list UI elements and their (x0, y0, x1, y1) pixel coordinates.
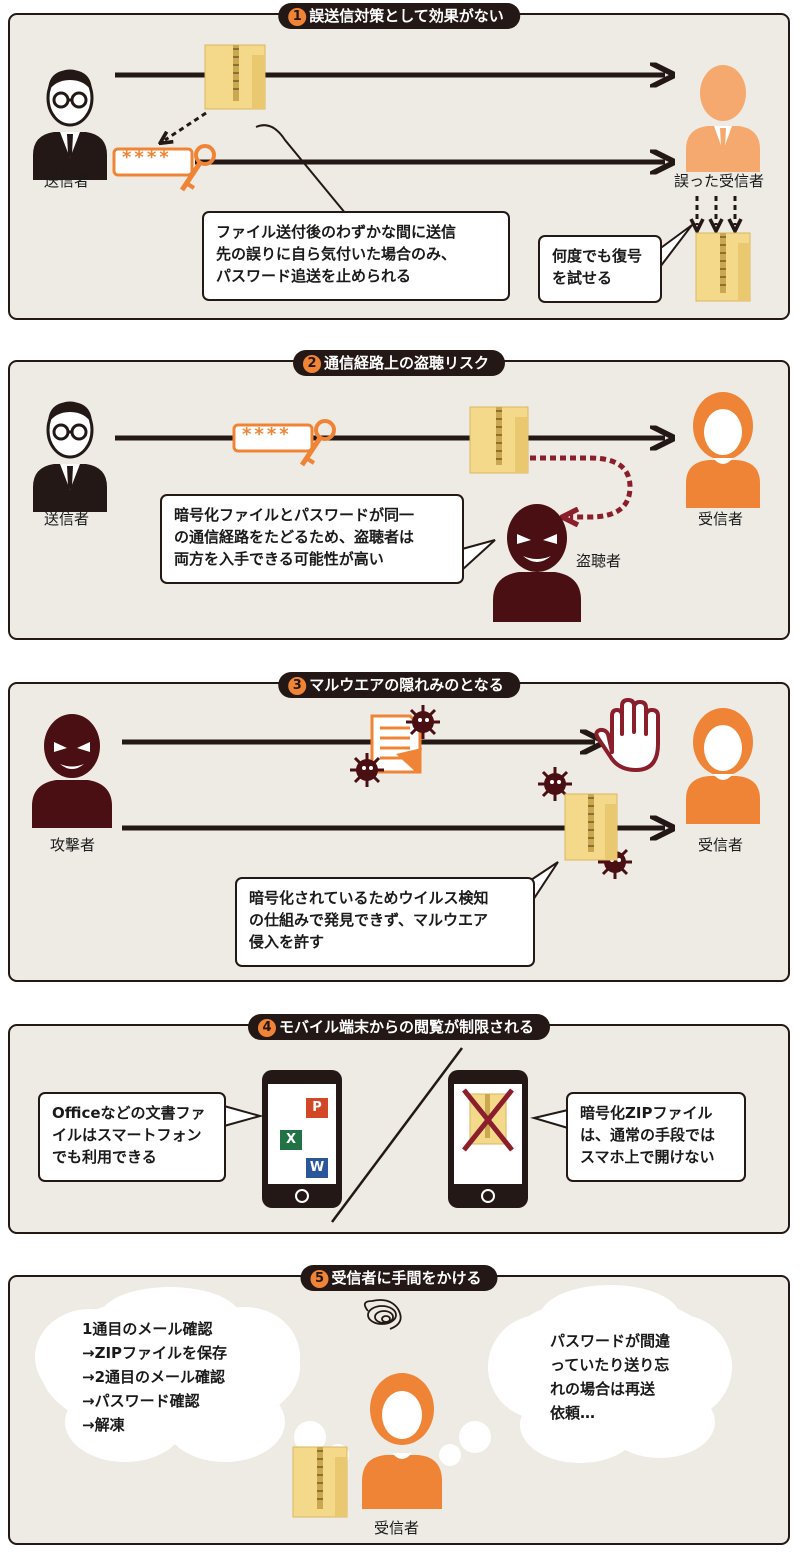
excel-icon: X (280, 1130, 302, 1150)
eavesdropper-icon (493, 504, 581, 622)
sender-label: 送信者 (44, 510, 90, 528)
cloud-line: 1通目のメール確認 (82, 1320, 213, 1338)
icon-letter: X (285, 1132, 297, 1147)
callout: 暗号化ZIPファイル は、通常の手段では スマホ上で開けない (566, 1092, 746, 1182)
thought-cloud (35, 1287, 349, 1466)
callout: 暗号化されているためウイルス検知 の仕組みで発見できず、マルウエア 侵入を許す (235, 877, 535, 967)
zip-file-icon (695, 232, 751, 302)
callout-line: 暗号化されているためウイルス検知 (249, 889, 489, 907)
cross-mark-icon (462, 1088, 514, 1152)
panel-2-graphic (33, 392, 760, 622)
cloud-line: れの場合は再送 (550, 1380, 656, 1398)
cloud-line: →パスワード確認 (82, 1392, 200, 1410)
receiver-icon (686, 708, 760, 824)
callout-line: 侵入を許す (249, 933, 325, 951)
smartphone-icon (262, 1070, 342, 1208)
attacker-icon (32, 714, 112, 828)
callout: 暗号化ファイルとパスワードが同一 の通信経路をたどるため、盗聴者は 両方を入手で… (160, 494, 464, 584)
callout-line: でも利用できる (52, 1148, 157, 1166)
attacker-label: 攻撃者 (50, 836, 96, 854)
callout-line: 暗号化ZIPファイル (580, 1104, 713, 1122)
virus-icon (406, 705, 440, 739)
panel-number: 1 (288, 8, 307, 26)
stop-hand-icon (594, 698, 660, 772)
zip-file-icon (292, 1446, 348, 1518)
sender-icon (33, 69, 107, 180)
zip-file-icon (204, 44, 266, 110)
callout-line: ファイル送付後のわずかな間に送信 (216, 223, 457, 241)
panel-number: 5 (310, 1270, 329, 1288)
callout-line: 何度でも復号 (552, 247, 643, 265)
receiver-label: 受信者 (374, 1519, 420, 1537)
cloud-line: パスワードが間違 (550, 1332, 671, 1350)
cloud-line: →解凍 (82, 1416, 125, 1434)
panel-3-graphic (32, 698, 760, 900)
callout-line: Officeなどの文書ファ (52, 1104, 206, 1122)
callout-line: パスワード追送を止められる (216, 267, 412, 285)
cloud-line: っていたり送り忘 (550, 1356, 670, 1374)
powerpoint-icon: P (306, 1098, 328, 1118)
callout-line: の仕組みで発見できず、マルウエア (249, 911, 488, 929)
password-mask: **** (122, 147, 172, 168)
zip-file-icon (469, 406, 529, 474)
callout-line: を試せる (552, 269, 613, 287)
icon-letter: W (309, 1160, 325, 1175)
panel-number: 4 (257, 1019, 276, 1037)
callout-line: 先の誤りに自ら気付いた場合のみ、 (216, 245, 457, 263)
receiver-icon (362, 1373, 442, 1509)
cloud-line: 依頼… (550, 1404, 596, 1422)
callout-line: 暗号化ファイルとパスワードが同一 (174, 506, 415, 524)
left-cloud-text: 1通目のメール確認 →ZIPファイルを保存 →2通目のメール確認 →パスワード確… (82, 1317, 227, 1437)
panel-title-text: 通信経路上の盗聴リスク (323, 354, 490, 372)
word-icon: W (306, 1158, 328, 1178)
cloud-line: →2通目のメール確認 (82, 1368, 226, 1386)
virus-icon (538, 767, 572, 801)
wrong-receiver-icon (686, 65, 760, 172)
sender-icon (33, 401, 107, 512)
panel-title-text: 誤送信対策として効果がない (309, 7, 504, 25)
icon-letter: P (312, 1100, 322, 1115)
panel-5-graphic (35, 1285, 732, 1518)
callout: Officeなどの文書ファ イルはスマートフォン でも利用できる (38, 1092, 226, 1182)
cloud-line: →ZIPファイルを保存 (82, 1344, 228, 1362)
receiver-label: 受信者 (698, 510, 744, 528)
zip-file-icon (564, 793, 618, 861)
panel-number: 3 (288, 677, 307, 695)
password-icon (112, 144, 216, 192)
dizzy-scribble-icon (363, 1299, 402, 1330)
callout: 何度でも復号 を試せる (538, 235, 662, 303)
callout-line: の通信経路をたどるため、盗聴者は (174, 528, 415, 546)
virus-icon (350, 753, 384, 787)
thought-cloud (439, 1285, 732, 1466)
password-icon (232, 419, 336, 467)
receiver-label: 受信者 (698, 836, 744, 854)
panel-number: 2 (302, 355, 321, 373)
panel-title-text: マルウエアの隠れみのとなる (309, 676, 504, 694)
callout-line: 両方を入手できる可能性が高い (174, 550, 384, 568)
callout-line: スマホ上で開けない (580, 1148, 715, 1166)
right-cloud-text: パスワードが間違 っていたり送り忘 れの場合は再送 依頼… (550, 1329, 670, 1425)
callout: ファイル送付後のわずかな間に送信 先の誤りに自ら気付いた場合のみ、 パスワード追… (202, 211, 510, 301)
callout-line: イルはスマートフォン (52, 1126, 202, 1144)
password-mask: **** (242, 424, 292, 445)
callout-line: は、通常の手段では (580, 1126, 716, 1144)
sender-label: 送信者 (44, 172, 90, 190)
panel-title-text: モバイル端末からの閲覧が制限される (278, 1018, 535, 1036)
receiver-label: 誤った受信者 (674, 172, 765, 190)
panel-title-text: 受信者に手間をかける (331, 1269, 482, 1287)
receiver-icon (686, 392, 760, 508)
eavesdropper-label: 盗聴者 (576, 552, 622, 570)
panel-1-graphic (33, 44, 760, 302)
